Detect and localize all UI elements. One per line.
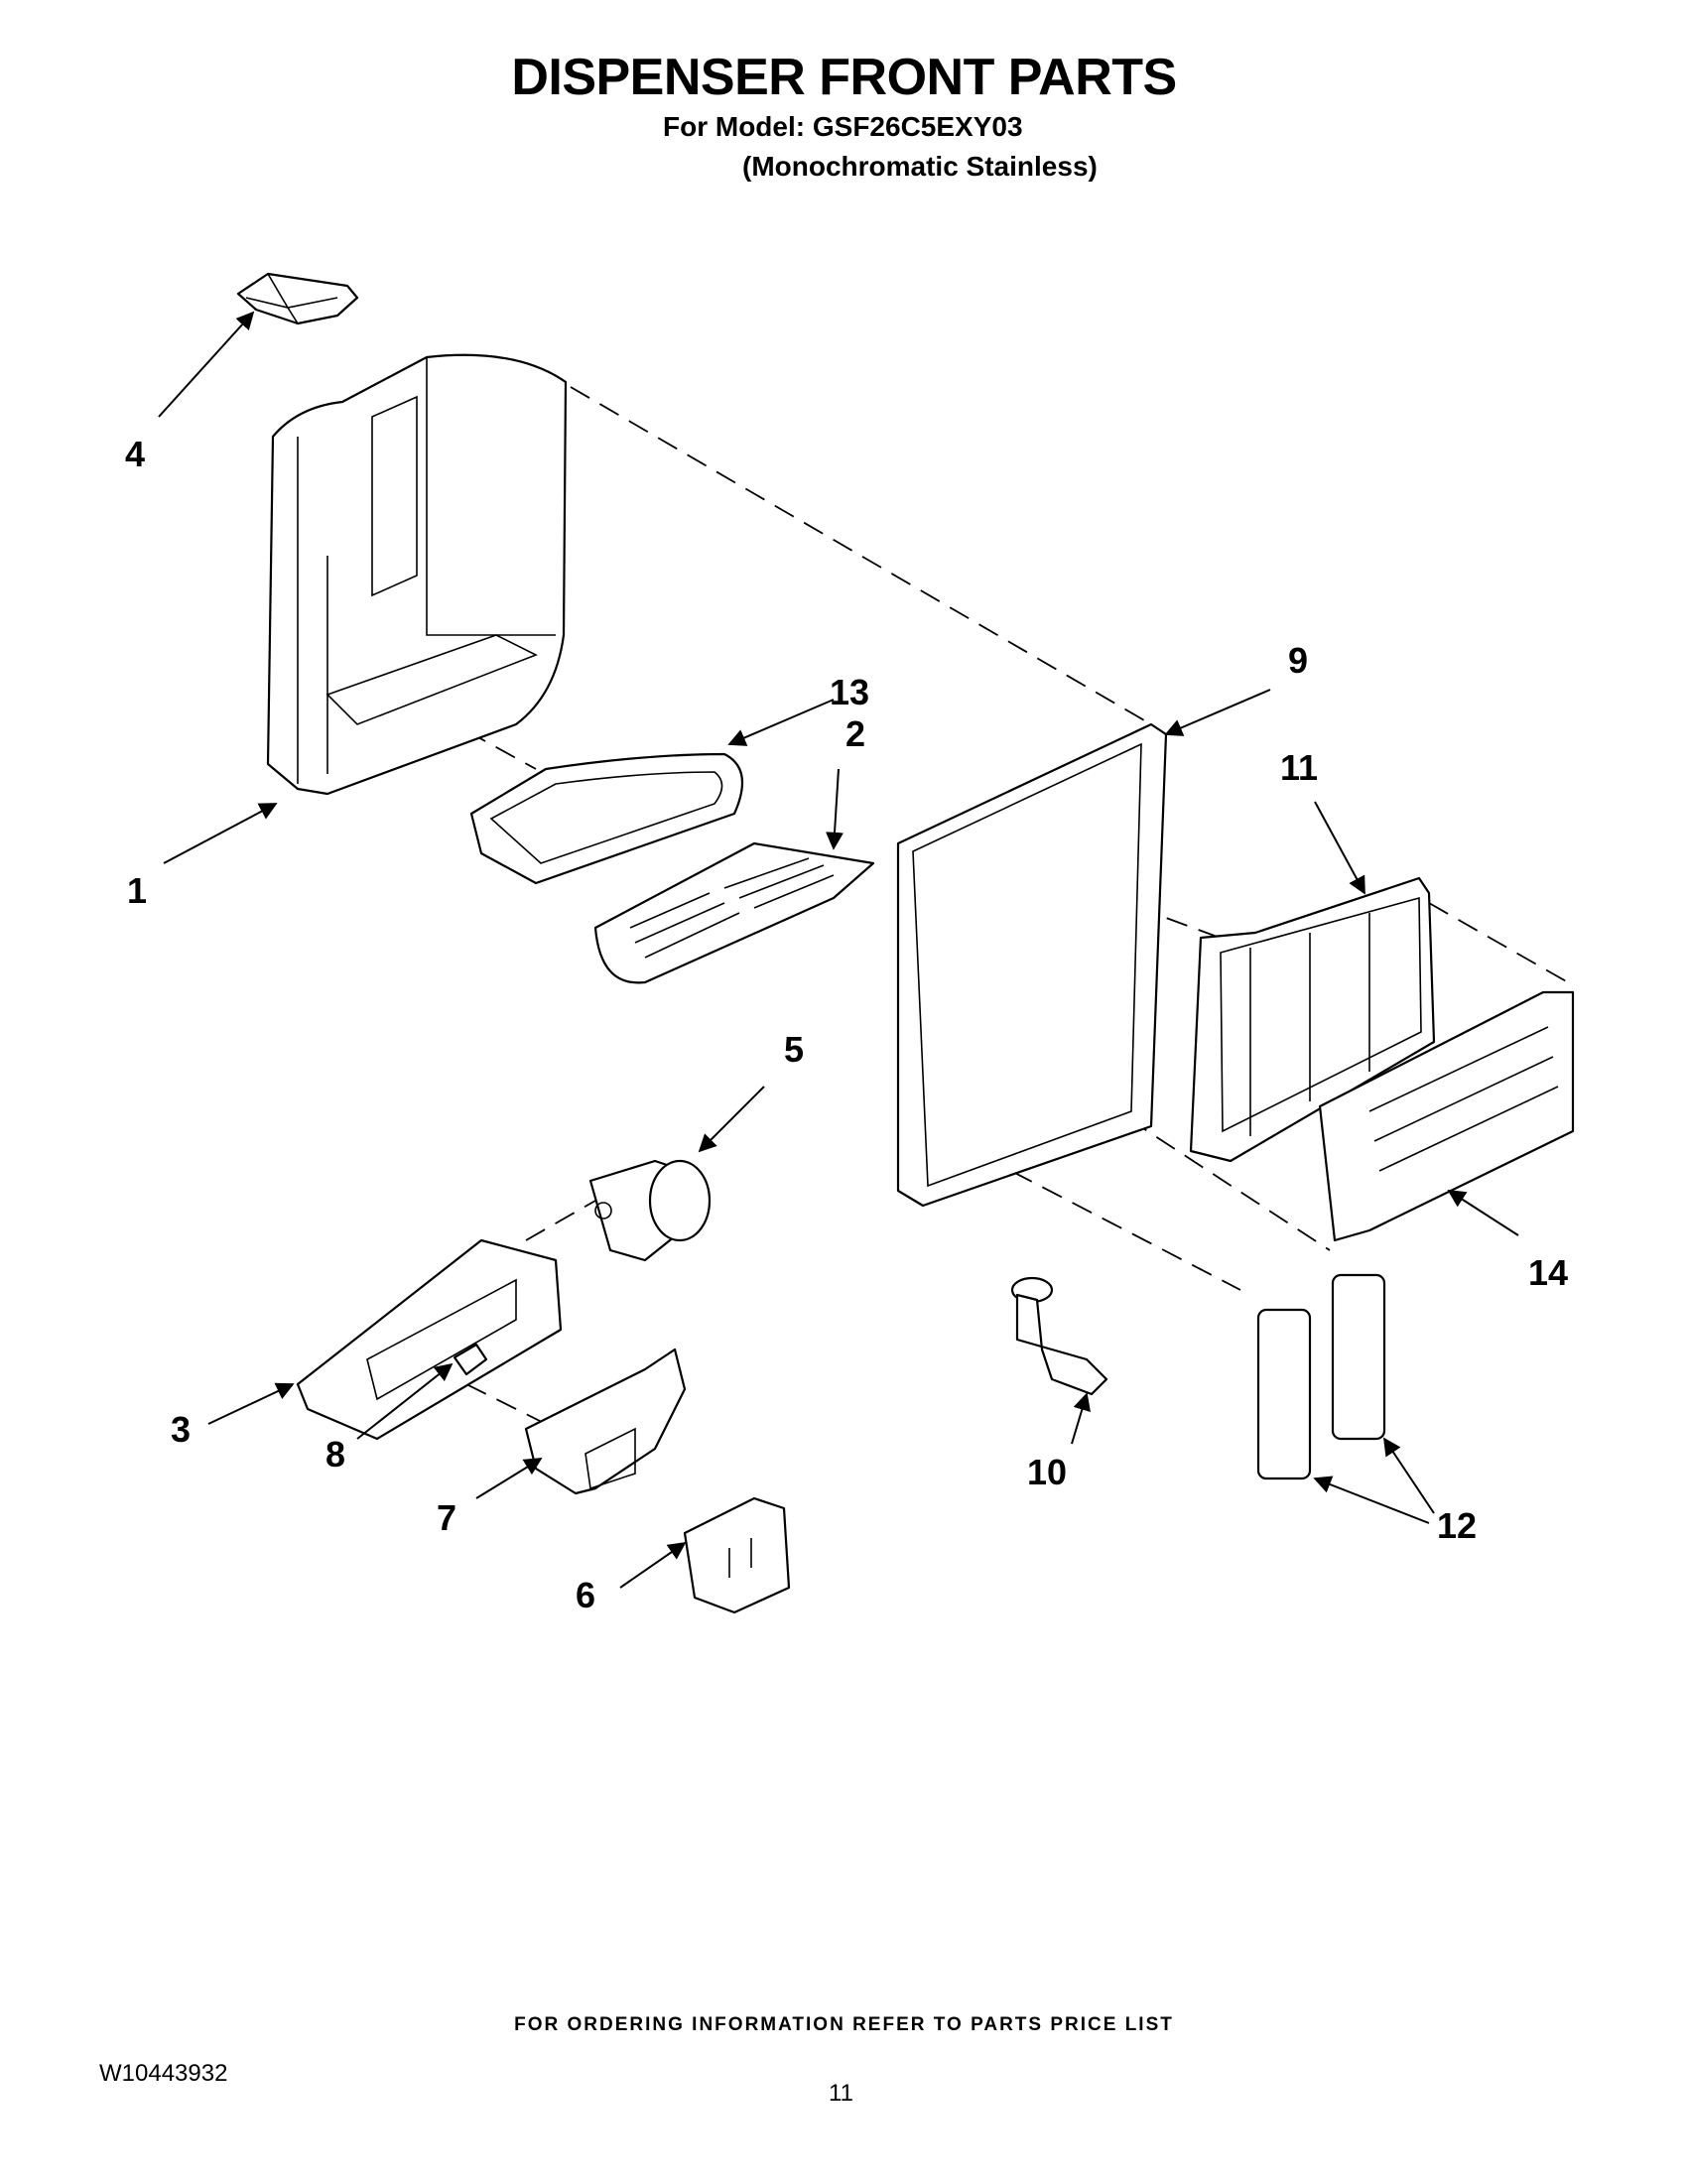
model-number: For Model: GSF26C5EXY03 — [663, 111, 1023, 142]
ordering-note: FOR ORDERING INFORMATION REFER TO PARTS … — [514, 2014, 1174, 2035]
callout-leader-lines — [158, 311, 1519, 1589]
callout-3: 3 — [171, 1409, 192, 1450]
page-number: 11 — [829, 2080, 853, 2107]
part-12-pad-right — [1331, 1273, 1386, 1441]
part-6-pad — [683, 1496, 791, 1614]
callout-13: 13 — [830, 672, 870, 712]
part-13-drip-tray — [469, 752, 744, 885]
callout-14: 14 — [1528, 1252, 1569, 1293]
part-8-screw — [453, 1343, 488, 1376]
part-3-bracket — [296, 1238, 563, 1441]
callout-6: 6 — [576, 1575, 596, 1615]
callout-9: 9 — [1288, 640, 1309, 681]
callout-8: 8 — [325, 1434, 346, 1475]
callout-2: 2 — [845, 713, 866, 754]
page-title: DISPENSER FRONT PARTS — [511, 49, 1177, 106]
part-11-control-housing — [1189, 876, 1436, 1163]
callout-1: 1 — [127, 870, 148, 911]
part-12-pad-left — [1256, 1308, 1312, 1480]
part-7-lever — [524, 1348, 687, 1495]
document-number: W10443932 — [99, 2060, 228, 2087]
callout-4: 4 — [125, 434, 146, 474]
part-5-motor — [588, 1159, 712, 1262]
callout-10: 10 — [1027, 1452, 1068, 1492]
callout-11: 11 — [1280, 747, 1319, 788]
part-9-frame — [896, 722, 1168, 1208]
part-10-fitting — [1010, 1276, 1108, 1396]
part-4-cap — [236, 272, 359, 325]
finish-description: (Monochromatic Stainless) — [742, 151, 1098, 182]
callout-7: 7 — [437, 1497, 457, 1538]
part-2-grille — [593, 841, 875, 984]
part-14-control-panel — [1318, 990, 1575, 1242]
callout-5: 5 — [784, 1029, 805, 1070]
part-1-housing — [266, 353, 568, 796]
callout-12: 12 — [1437, 1505, 1478, 1546]
